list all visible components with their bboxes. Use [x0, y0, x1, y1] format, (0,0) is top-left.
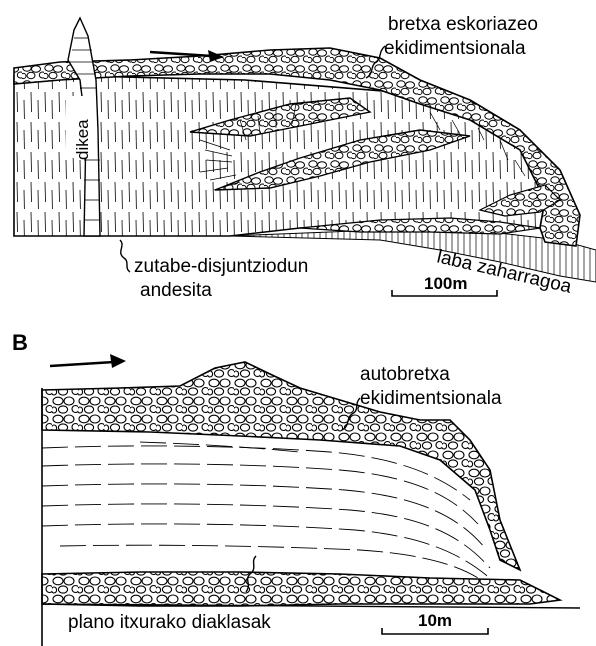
panel-a: dikea bretxa eskoriazeo ekidimentsionala…	[14, 14, 596, 301]
autobreccia-label-line2: ekidimentsionala	[360, 388, 502, 409]
flow-direction-arrow	[50, 354, 126, 368]
panel-b-letter: B	[12, 330, 28, 355]
scale-bar-b-label: 10m	[418, 611, 452, 630]
dike-label: dikea	[73, 119, 92, 160]
panel-b: B autobretxa ekidimen	[12, 330, 580, 646]
scale-bar-b: 10m	[382, 611, 488, 634]
andesite-label-line1: zutabe-disjuntziodun	[134, 256, 308, 277]
autobreccia-label-line1: autobretxa	[360, 364, 450, 385]
scale-bar-a-label: 100m	[424, 274, 467, 293]
breccia-label-line2: ekidimentsionala	[384, 38, 526, 59]
joints-label: plano itxurako diaklasak	[68, 612, 271, 633]
breccia-label-line1: bretxa eskoriazeo	[388, 14, 538, 35]
andesite-leader-line	[120, 240, 130, 272]
andesite-label-line2: andesita	[140, 280, 212, 301]
